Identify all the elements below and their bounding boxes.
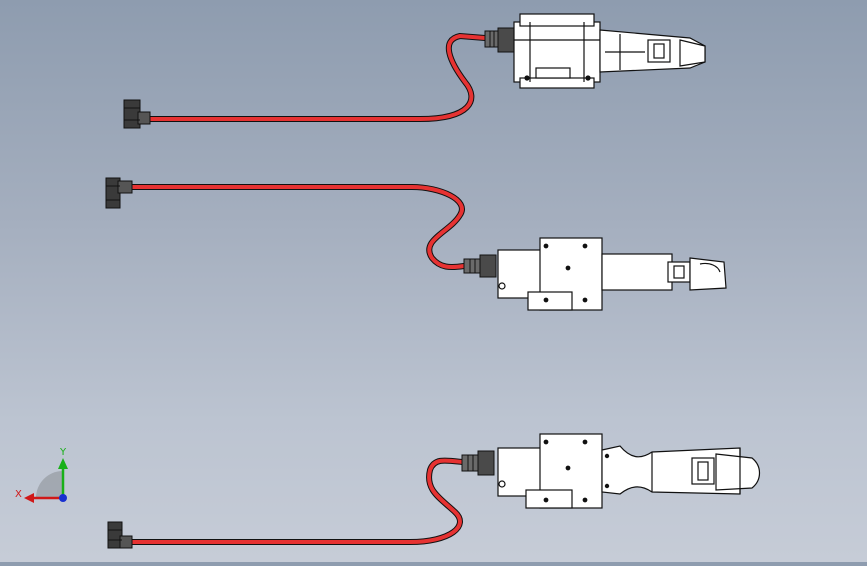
robot-arm [601,253,727,291]
motor-connector [461,450,495,476]
robot-arm [601,445,761,495]
motor-housing [497,237,603,311]
view-top-straight[interactable] [105,177,727,311]
triad-plane [36,471,63,498]
view-isometric[interactable] [123,13,706,129]
cable-core [128,458,464,544]
cable [127,184,467,270]
right-angle-connector [123,99,151,129]
x-axis-label: X [15,489,22,500]
motor-connector [463,254,497,278]
right-angle-connector [105,177,133,209]
cable-core [128,185,466,269]
view-top-angled[interactable] [107,433,761,549]
cable [145,32,488,122]
y-axis-label: Y [59,447,67,458]
cable [127,457,465,545]
cable-core [146,33,487,121]
motor-housing [513,13,601,89]
right-angle-connector [107,521,133,549]
motor-housing [497,433,603,509]
motor-connector [484,27,515,53]
robot-arm [599,29,706,73]
axis-triad: X Y [15,447,68,503]
y-axis-arrow [58,458,68,469]
x-axis-arrow [24,493,34,503]
z-axis-dot [59,494,67,502]
